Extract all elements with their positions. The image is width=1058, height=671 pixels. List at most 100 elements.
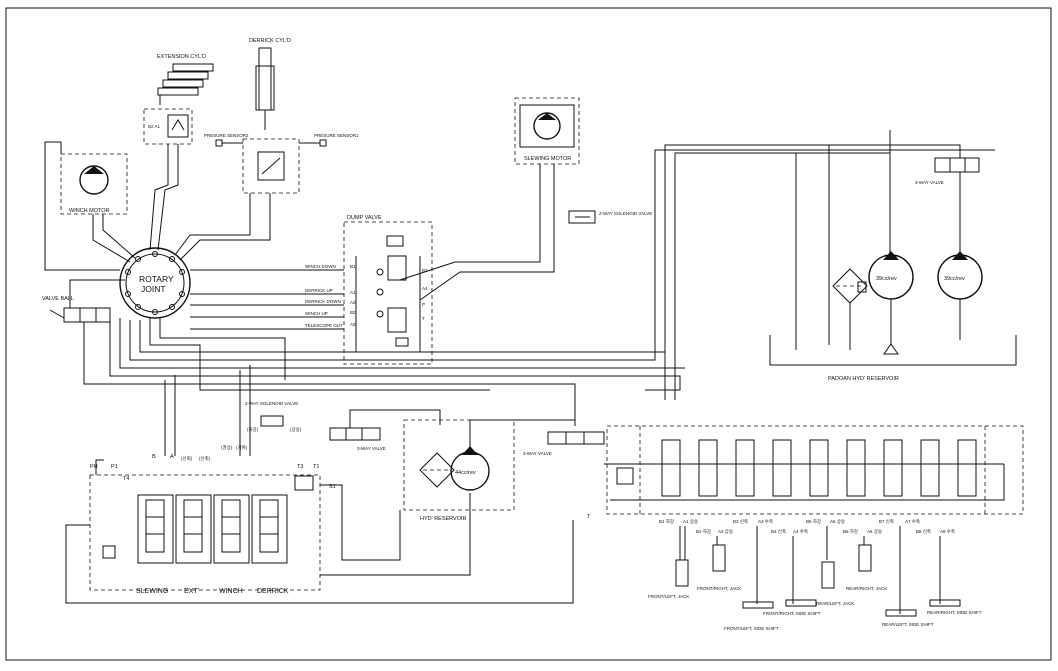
winch-up-label: WINCH UP — [305, 311, 328, 316]
valve-ball-label: VALVE BALL — [42, 296, 74, 302]
outrigger-valve-bank: T — [587, 425, 1024, 520]
rotary-joint-line2: JOINT — [141, 284, 166, 294]
padoan-reservoir-label: PADOAN HYD' RESERVOIR — [828, 376, 899, 382]
jack-port-13: A7 수축 — [905, 518, 920, 525]
jack-port-1: A1 상승 — [683, 518, 698, 524]
three-way-valve-right: 3-WAY VALVE — [523, 431, 640, 465]
three-way-valve-mid: 3-WAY VALVE — [329, 409, 441, 451]
korean-label-2: (신축) — [199, 455, 211, 462]
derrick-cylinder: DERRICK CYL'D — [249, 38, 291, 130]
korean-label-8: (하강) — [247, 426, 259, 433]
rotary-joint-line1: ROTARY — [139, 274, 174, 284]
jack-port-9: A5 상승 — [830, 518, 845, 524]
jack-port-14: B8 신축 — [916, 528, 931, 535]
jack-port-4: B3 신축 — [733, 518, 748, 525]
jack-name-7: REAR/RIGHT, SIDE SHIFT — [927, 610, 982, 615]
three-way-valve-mid-label: 3-WAY VALVE — [357, 446, 386, 451]
pump-1-label: 39cc/rev — [876, 276, 897, 282]
rotary-joint: ROTARY JOINT — [119, 247, 191, 319]
section-winch: WINCH — [219, 588, 243, 595]
svg-text:B2: B2 — [350, 310, 356, 315]
port-s1: S1 — [329, 484, 336, 490]
section-ext: EXT' — [184, 588, 199, 595]
jack-port-8: B5 하강 — [806, 518, 821, 525]
jack-port-5: A3 수축 — [758, 518, 773, 525]
derrick-up-label: DERRICK UP — [305, 288, 333, 293]
port-t: T — [587, 514, 591, 520]
port-b: B — [152, 454, 156, 460]
korean-label-4: (권상) — [221, 444, 233, 450]
jack-name-5: REAR/RIGHT, JACK — [846, 586, 887, 591]
two-way-solenoid-top-label: 2-WAY SOLENOID VALVE — [599, 211, 652, 216]
jack-port-11: A6 상승 — [867, 528, 882, 534]
jack-port-6: B4 신축 — [771, 528, 786, 535]
port-t3: T3 — [297, 464, 303, 470]
port-t4: T4 — [123, 476, 129, 482]
winch-motor: WINCH MOTOR — [60, 153, 128, 215]
padoan-pumps: 3-WAY VALVE 39cc/rev 39cc/rev PADOAN HYD… — [664, 130, 1017, 400]
hyd-reservoir: 44cc/rev HYD' RESERVOIR — [403, 419, 575, 522]
svg-text:B3: B3 — [422, 268, 428, 273]
extension-cylinder: EXTENSION CYL'D — [157, 54, 214, 105]
jack-cylinders: FRONT/LEFT, JACK FRONT/RIGHT, JACK FRONT… — [648, 526, 982, 631]
korean-label-9: (상승) — [290, 426, 302, 432]
jack-port-0: B1 하강 — [659, 518, 674, 525]
two-way-solenoid-bottom-label: 2-WAY SOLENOID VALVE — [245, 401, 298, 406]
upper-hoses — [44, 141, 271, 308]
slewing-motor: SLEWING MOTOR — [399, 97, 580, 301]
korean-label-6: (기복) — [236, 444, 248, 451]
svg-text:A1: A1 — [350, 290, 356, 295]
two-way-solenoid-bottom: 2-WAY SOLENOID VALVE (하강) (상승) — [245, 401, 302, 433]
port-a: A — [170, 454, 174, 460]
three-way-valve-right-label: 3-WAY VALVE — [523, 451, 552, 456]
svg-text:A2: A2 — [350, 300, 356, 305]
extension-valve-block: B2 A1 — [143, 108, 193, 145]
jack-port-labels: B1 하강 A1 상승 B2 하강 A2 상승 B3 신축 A3 수축 B4 신… — [659, 518, 955, 535]
svg-text:T: T — [422, 316, 425, 321]
control-valve-block: PH P1 T4 T3 T1 S1 B A (선회) (신축) (권상) (기복… — [65, 444, 574, 604]
telescope-out-label: TELESCOPE OUT — [305, 323, 343, 328]
section-derrick: DERRICK — [257, 588, 289, 595]
section-slewing: SLEWING — [136, 588, 168, 595]
two-way-solenoid-top: 2-WAY SOLENOID VALVE — [568, 210, 652, 224]
valve-ball: VALVE BALL — [42, 296, 111, 323]
jack-port-12: B7 신축 — [879, 518, 894, 525]
derrick-cyl-label: DERRICK CYL'D — [249, 38, 291, 44]
dump-valve: DUMP VALVE B1 A1 A2 B2 A3 B3 A4 P T WINC… — [190, 215, 433, 365]
derrick-down-label: DERRICK DOWN — [305, 299, 341, 304]
jack-name-1: FRONT/RIGHT, JACK — [697, 586, 741, 591]
main-hose-runs — [83, 149, 995, 456]
pump-main-label: 44cc/rev — [455, 470, 476, 476]
port-p1: P1 — [111, 464, 118, 470]
slewing-motor-label: SLEWING MOTOR — [524, 156, 571, 162]
pressure-sensor-2-label: PRESURE SENSOR1 — [314, 133, 359, 138]
jack-port-2: B2 하강 — [696, 528, 711, 535]
derrick-valve-block: PRESURE SENSOR2 PRESURE SENSOR1 — [204, 133, 359, 194]
svg-text:P: P — [422, 302, 425, 307]
jack-name-4: REAR/LEFT, JACK — [816, 601, 854, 606]
jack-port-15: A8 수축 — [940, 528, 955, 535]
port-ph: PH — [90, 464, 98, 470]
jack-name-3: FRONT/RIGHT, SIDE SHIFT — [763, 611, 821, 616]
pressure-sensor-1-label: PRESURE SENSOR2 — [204, 133, 249, 138]
three-way-valve-top-right-label: 3-WAY VALVE — [915, 180, 944, 185]
extension-cyl-label: EXTENSION CYL'D — [157, 54, 206, 60]
svg-text:A3: A3 — [350, 322, 356, 327]
winch-down-label: WINCH DOWN — [305, 264, 336, 269]
pump-2-label: 39cc/rev — [944, 276, 965, 282]
port-t1: T1 — [313, 464, 319, 470]
jack-port-3: A2 상승 — [718, 528, 733, 534]
svg-text:A4: A4 — [422, 286, 428, 291]
jack-port-7: A4 수축 — [793, 528, 808, 535]
jack-name-2: FRONT/LEFT, SIDE SHIFT — [724, 626, 779, 631]
drawing-frame — [5, 7, 1052, 661]
jack-name-6: REAR/LEFT, SIDE SHIFT — [882, 622, 934, 627]
hyd-reservoir-label: HYD' RESERVOIR — [420, 516, 467, 522]
svg-text:B2 A1: B2 A1 — [148, 124, 161, 129]
dump-valve-label: DUMP VALVE — [347, 215, 382, 221]
jack-port-10: B6 하강 — [843, 528, 858, 535]
korean-label-0: (선회) — [181, 455, 193, 462]
jack-name-0: FRONT/LEFT, JACK — [648, 594, 689, 599]
